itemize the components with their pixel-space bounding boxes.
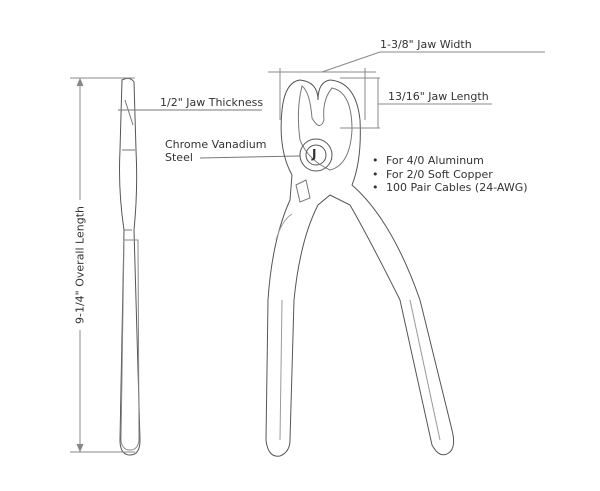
jaw-length-dimension [340, 77, 492, 129]
overall-length-label: 9-1/4" Overall Length [73, 206, 87, 324]
material-label-line1: Chrome Vanadium [165, 138, 267, 151]
feature-item: 100 Pair Cables (24-AWG) [372, 181, 528, 195]
logo-letter: J [312, 147, 317, 161]
feature-item: For 2/0 Soft Copper [372, 168, 528, 182]
jaw-width-label: 1-3/8" Jaw Width [380, 38, 472, 51]
overall-length-dimension [70, 77, 135, 453]
jaw-thickness-label: 1/2" Jaw Thickness [160, 96, 264, 109]
material-label-line2: Steel [165, 151, 193, 164]
front-view-pliers [265, 79, 455, 457]
side-view-pliers [119, 77, 141, 456]
feature-item: For 4/0 Aluminum [372, 154, 528, 168]
features-list: For 4/0 Aluminum For 2/0 Soft Copper 100… [372, 154, 528, 195]
jaw-length-label: 13/16" Jaw Length [388, 90, 489, 103]
jaw-width-dimension [268, 51, 545, 120]
material-leader [199, 155, 301, 159]
